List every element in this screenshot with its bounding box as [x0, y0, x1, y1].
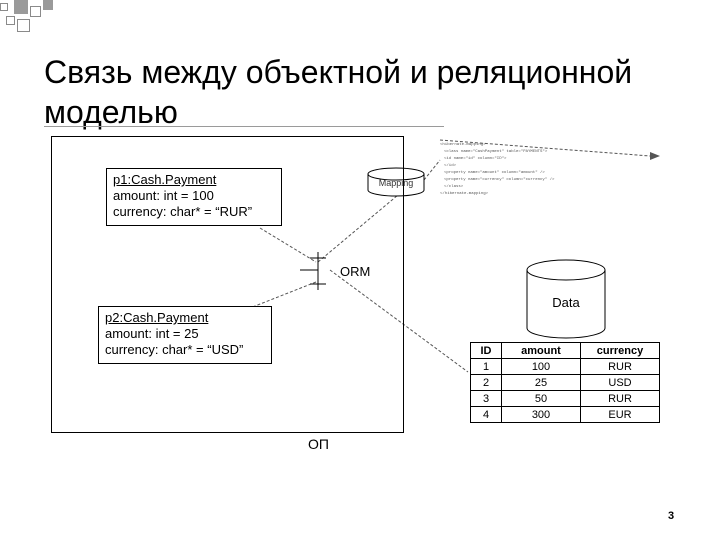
table-header-cell: amount — [501, 342, 581, 359]
corner-square-decoration — [0, 3, 8, 11]
corner-square-decoration — [30, 6, 41, 17]
xml-line: </id> — [444, 164, 457, 168]
data-store-label: Data — [552, 295, 580, 310]
table-cell: 25 — [501, 374, 581, 391]
table-cell: 1 — [470, 358, 502, 375]
table-cell: 2 — [470, 374, 502, 391]
connector-mapping-xml — [423, 159, 441, 181]
table-cell: 300 — [501, 406, 581, 423]
connector-xml-arrow — [439, 139, 651, 157]
xml-line: <property name="amount" column="amount" … — [444, 171, 545, 175]
table-row: 4 300 EUR — [470, 406, 660, 423]
data-table: ID amount currency 1 100 RUR 2 25 USD 3 … — [470, 342, 660, 423]
xml-mapping-text: <hibernate-mapping> <class name="CashPay… — [440, 142, 655, 198]
table-cell: EUR — [580, 406, 660, 423]
corner-square-decoration — [14, 0, 28, 14]
object-p1-amount: amount: int = 100 — [113, 188, 214, 203]
xml-line: <property name="currency" column="curren… — [444, 178, 555, 182]
memory-area-box — [51, 136, 404, 433]
xml-line: </hibernate-mapping> — [440, 192, 489, 196]
object-p2-amount: amount: int = 25 — [105, 326, 199, 341]
connector-orm-table — [329, 269, 469, 373]
xml-line: <hibernate-mapping> — [440, 143, 486, 147]
table-header-cell: currency — [580, 342, 660, 359]
mapping-cylinder-shape — [367, 167, 425, 197]
table-row: 3 50 RUR — [470, 390, 660, 407]
xml-line: <class name="CashPayment" table="PAYMENT… — [444, 150, 548, 154]
table-cell: RUR — [580, 390, 660, 407]
object-p1-currency: currency: char* = “RUR” — [113, 204, 253, 219]
connector-obj1-orm — [259, 227, 317, 263]
connector-orm-obj2 — [249, 281, 317, 309]
table-row: 1 100 RUR — [470, 358, 660, 375]
slide-title-line1: Связь между объектной и реляционной — [44, 54, 633, 90]
title-divider — [44, 126, 444, 127]
object-box-p2: p2:Cash.Payment amount: int = 25 currenc… — [98, 306, 272, 364]
mapping-label: Mapping — [378, 178, 414, 188]
slide-title-line2: моделью — [44, 94, 178, 130]
table-cell: 4 — [470, 406, 502, 423]
slide-title: Связь между объектной и реляционной моде… — [44, 52, 684, 132]
table-row: 2 25 USD — [470, 374, 660, 391]
object-p2-currency: currency: char* = “USD” — [105, 342, 244, 357]
page-number: 3 — [668, 510, 675, 522]
memory-area-label: ОП — [308, 436, 329, 452]
corner-square-decoration — [6, 16, 15, 25]
object-p1-header: p1:Cash.Payment — [113, 172, 217, 187]
xml-arrowhead — [650, 152, 660, 160]
table-header-cell: ID — [470, 342, 502, 359]
table-cell: 100 — [501, 358, 581, 375]
xml-line: <id name="id" column="ID"> — [444, 157, 507, 161]
data-cylinder-shape — [526, 259, 606, 339]
table-cell: USD — [580, 374, 660, 391]
table-cell: 50 — [501, 390, 581, 407]
table-header-row: ID amount currency — [470, 342, 660, 359]
object-p2-header: p2:Cash.Payment — [105, 310, 209, 325]
table-cell: RUR — [580, 358, 660, 375]
xml-line: </class> — [444, 185, 464, 189]
orm-label: ORM — [340, 264, 371, 279]
object-box-p1: p1:Cash.Payment amount: int = 100 curren… — [106, 168, 282, 226]
corner-square-decoration — [17, 19, 30, 32]
table-cell: 3 — [470, 390, 502, 407]
corner-square-decoration — [43, 0, 53, 10]
connector-orm-mapping — [317, 194, 399, 263]
